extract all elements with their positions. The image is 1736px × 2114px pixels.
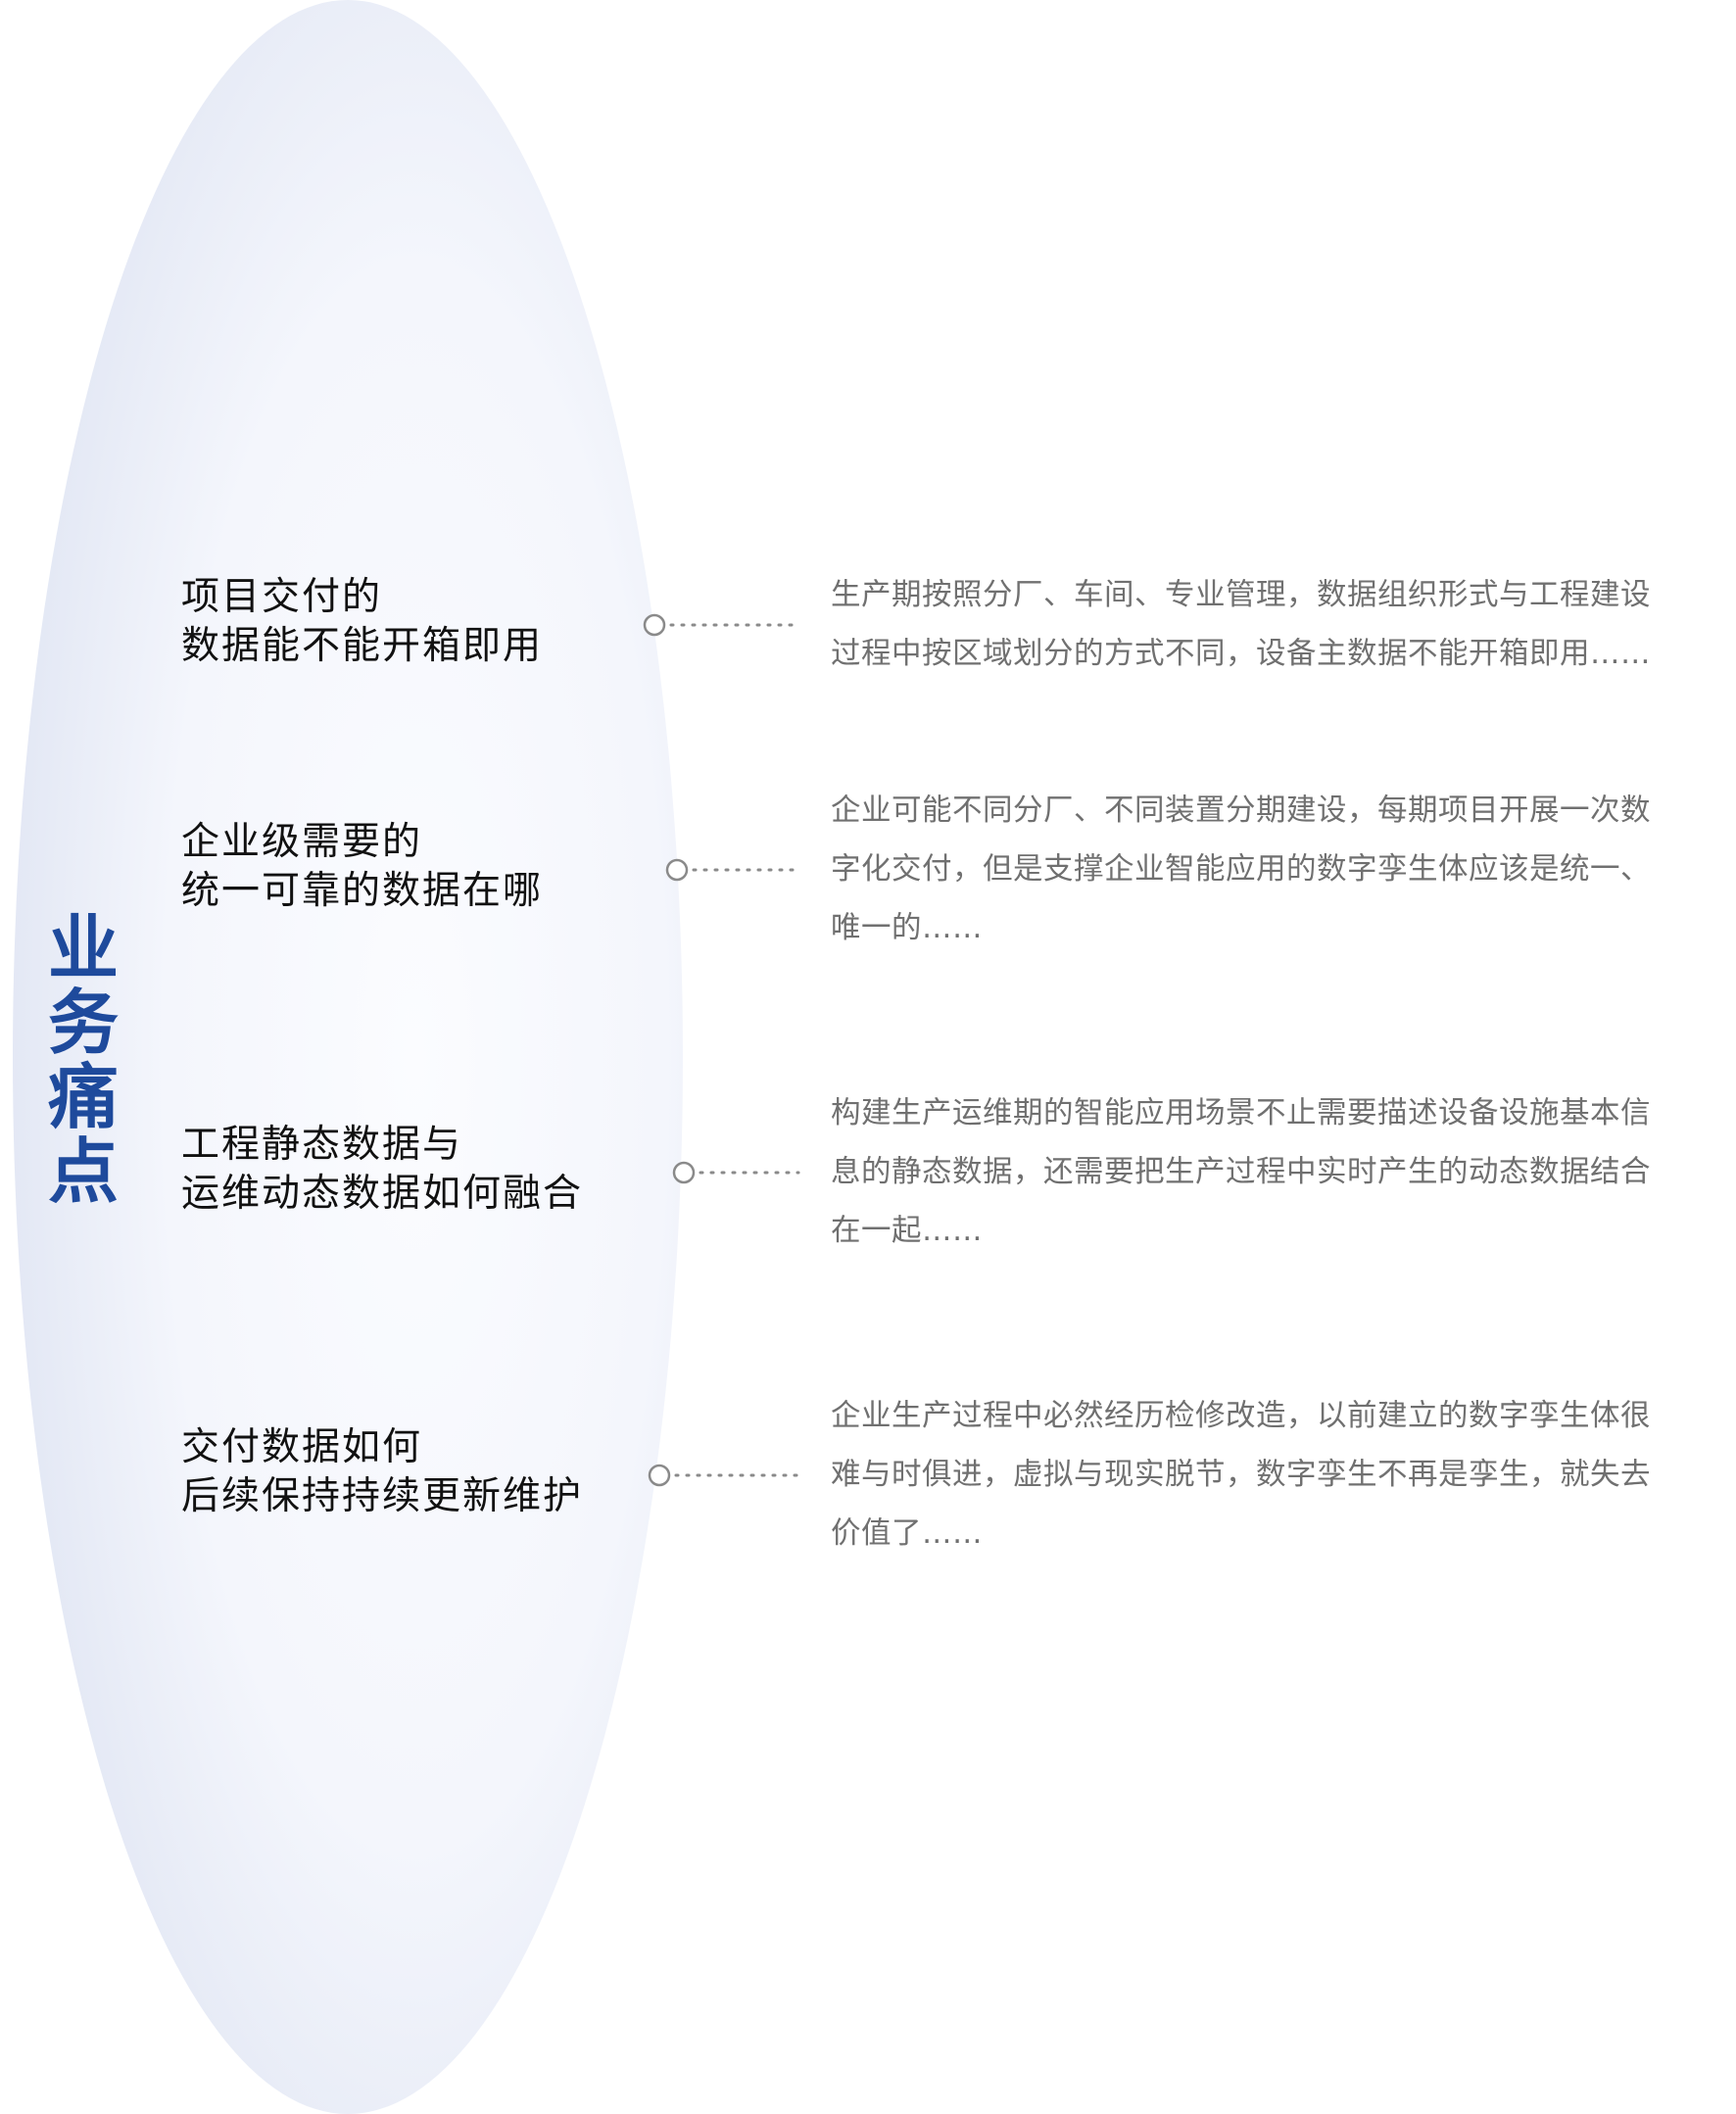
- connector-dotted-line: [665, 858, 800, 882]
- question-line: 项目交付的: [181, 575, 383, 619]
- title-char: 点: [47, 1130, 119, 1213]
- pain-point-question: 交付数据如何 后续保持持续更新维护: [181, 1423, 651, 1521]
- description-line: 构建生产运维期的智能应用场景不止需要描述设备设施基本信: [831, 1096, 1651, 1130]
- description-line: 生产期按照分厂、车间、专业管理，数据组织形式与工程建设: [831, 578, 1651, 612]
- connector-dotted-line: [643, 613, 798, 637]
- connector-dotted-line: [648, 1464, 800, 1487]
- connector-dotted-line: [672, 1161, 800, 1184]
- description-line: 难与时俱进，虚拟与现实脱节，数字孪生不再是孪生，就失去: [831, 1458, 1651, 1492]
- question-line: 交付数据如何: [181, 1425, 423, 1469]
- title-char: 业: [47, 907, 119, 989]
- question-line: 统一可靠的数据在哪: [181, 869, 544, 913]
- question-line: 企业级需要的: [181, 820, 423, 864]
- description-line: 企业生产过程中必然经历检修改造，以前建立的数字孪生体很: [831, 1399, 1651, 1433]
- description-line: 在一起……: [831, 1214, 983, 1248]
- pain-points-title: 业 务 痛 点: [39, 911, 127, 1209]
- question-line: 数据能不能开箱即用: [181, 624, 544, 668]
- title-char: 务: [47, 982, 119, 1064]
- description-line: 过程中按区域划分的方式不同，设备主数据不能开箱即用……: [831, 637, 1651, 671]
- title-char: 痛: [47, 1056, 119, 1138]
- pain-point-description: 构建生产运维期的智能应用场景不止需要描述设备设施基本信 息的静态数据，还需要把生…: [831, 1084, 1712, 1261]
- question-line: 工程静态数据与: [181, 1123, 463, 1167]
- description-line: 价值了……: [831, 1516, 983, 1551]
- description-line: 息的静态数据，还需要把生产过程中实时产生的动态数据结合: [831, 1155, 1651, 1189]
- question-line: 后续保持持续更新维护: [181, 1474, 584, 1518]
- pain-point-description: 企业可能不同分厂、不同装置分期建设，每期项目开展一次数 字化交付，但是支撑企业智…: [831, 782, 1712, 958]
- description-line: 字化交付，但是支撑企业智能应用的数字孪生体应该是统一、: [831, 852, 1651, 887]
- pain-point-description: 企业生产过程中必然经历检修改造，以前建立的数字孪生体很 难与时俱进，虚拟与现实脱…: [831, 1387, 1712, 1563]
- description-line: 企业可能不同分厂、不同装置分期建设，每期项目开展一次数: [831, 793, 1651, 828]
- pain-point-question: 工程静态数据与 运维动态数据如何融合: [181, 1121, 651, 1219]
- pain-point-question: 项目交付的 数据能不能开箱即用: [181, 573, 651, 671]
- pain-point-question: 企业级需要的 统一可靠的数据在哪: [181, 818, 651, 916]
- description-line: 唯一的……: [831, 911, 983, 945]
- question-line: 运维动态数据如何融合: [181, 1172, 584, 1216]
- pain-point-description: 生产期按照分厂、车间、专业管理，数据组织形式与工程建设 过程中按区域划分的方式不…: [831, 566, 1712, 684]
